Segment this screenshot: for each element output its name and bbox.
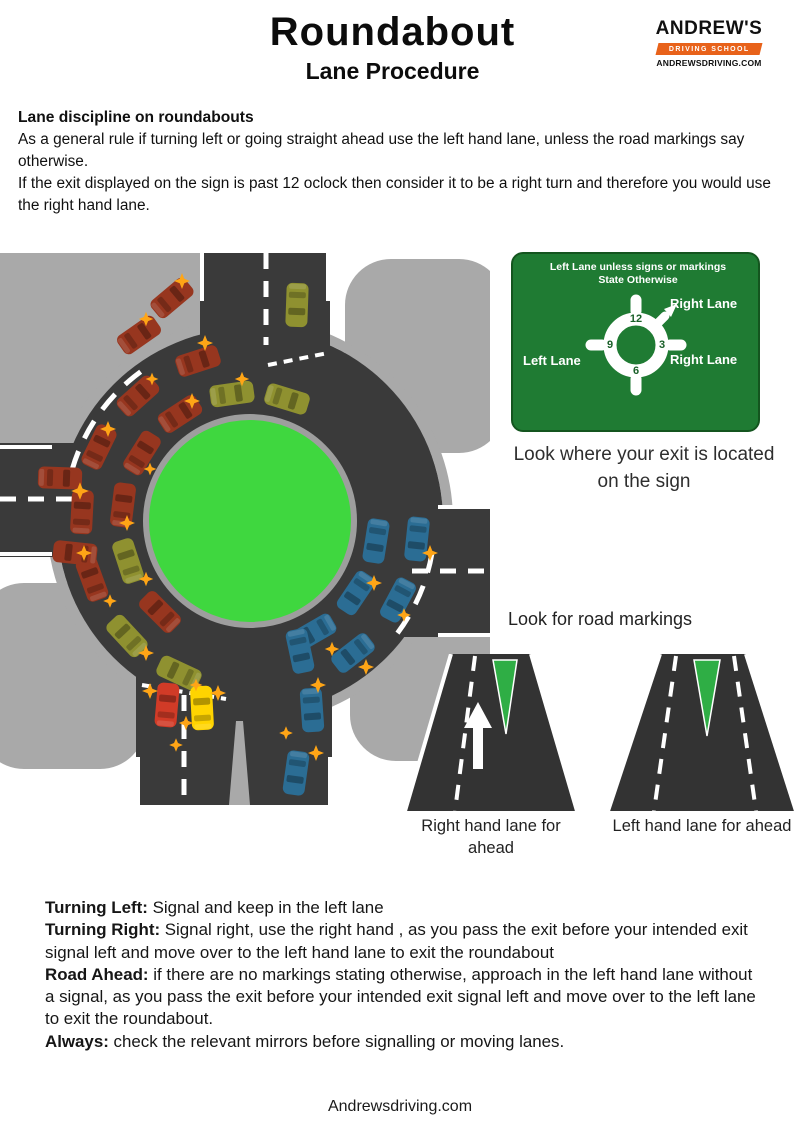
caption-right-hand-lane: Right hand lane for ahead bbox=[421, 817, 561, 857]
sign-clock-9: 9 bbox=[606, 339, 614, 351]
sign-clock-3: 3 bbox=[658, 339, 666, 351]
roundabout-road-sign: Left Lane unless signs or markings State… bbox=[511, 252, 760, 432]
ahead-arrow bbox=[464, 702, 492, 769]
page-subtitle: Lane Procedure bbox=[305, 58, 480, 84]
road-marking-right-lane-illustration bbox=[405, 654, 577, 811]
white-road-markings bbox=[0, 253, 490, 805]
instruction-road-ahead: Road Ahead: if there are no markings sta… bbox=[45, 964, 756, 1029]
intro-heading: Lane discipline on roundabouts bbox=[18, 109, 254, 126]
sign-label-right-lane-top: Right Lane bbox=[670, 296, 738, 311]
footer-website: Andrewsdriving.com bbox=[327, 1098, 473, 1115]
logo-banner-label: DRIVING SCHOOL bbox=[668, 45, 750, 53]
driving-school-logo: ANDREW'S DRIVING SCHOOL ANDREWSDRIVING.C… bbox=[651, 18, 767, 68]
logo-website: ANDREWSDRIVING.COM bbox=[656, 58, 762, 68]
road-marking-left-lane-illustration bbox=[608, 654, 796, 811]
page-title: Roundabout bbox=[269, 10, 516, 54]
instruction-turning-left: Turning Left: Signal and keep in the lef… bbox=[45, 898, 384, 917]
sign-top-text: Left Lane unless signs or markings State… bbox=[549, 261, 727, 286]
intro-text: Lane discipline on roundabouts As a gene… bbox=[18, 107, 782, 217]
center-island bbox=[143, 414, 357, 628]
sign-label-left-lane: Left Lane bbox=[523, 353, 581, 368]
instruction-always: Always: check the relevant mirrors befor… bbox=[45, 1031, 565, 1051]
sign-clock-6: 6 bbox=[632, 365, 640, 377]
road-markings-heading: Look for road markings bbox=[507, 609, 693, 629]
sign-clock-12: 12 bbox=[629, 313, 643, 325]
sign-arrow-head bbox=[664, 304, 677, 317]
sign-label-right-lane: Right Lane bbox=[670, 352, 738, 367]
splitter-island bbox=[229, 721, 250, 805]
sign-caption: Look where your exit is located on the s… bbox=[513, 444, 775, 492]
logo-name: ANDREW'S bbox=[655, 18, 763, 39]
intro-paragraph-2: If the exit displayed on the sign is pas… bbox=[18, 175, 771, 214]
logo-banner: DRIVING SCHOOL bbox=[655, 43, 763, 55]
instructions-block: Turning Left: Signal and keep in the lef… bbox=[45, 897, 763, 1053]
intro-paragraph-1: As a general rule if turning left or goi… bbox=[18, 131, 745, 170]
caption-left-hand-lane: Left hand lane for ahead bbox=[612, 817, 792, 835]
roundabout-sign-symbol bbox=[585, 294, 687, 396]
instruction-turning-right: Turning Right: Signal right, use the rig… bbox=[45, 920, 748, 962]
